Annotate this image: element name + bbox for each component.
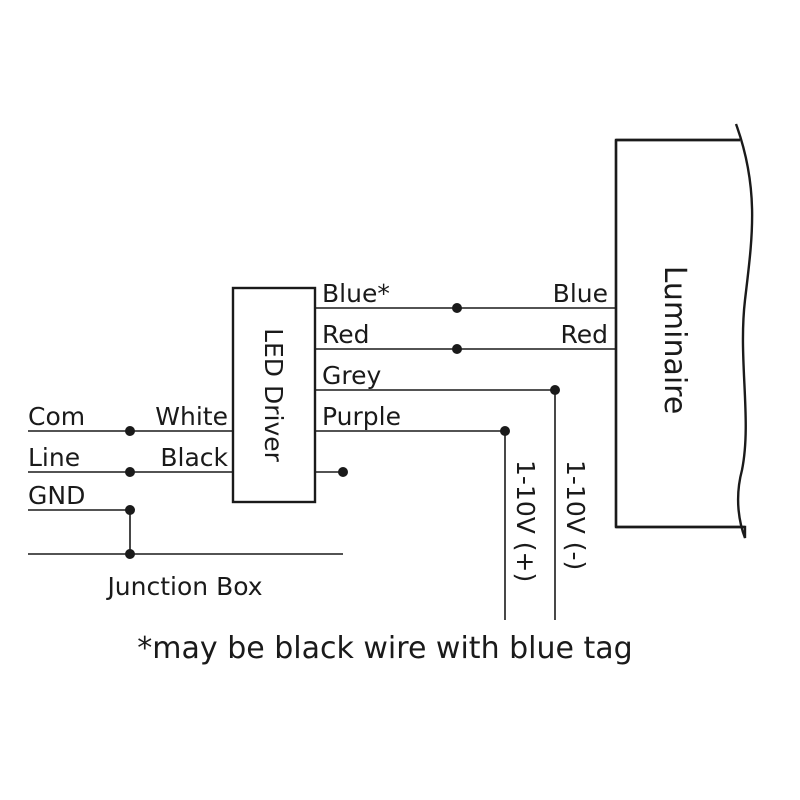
purple-corner-dot: [500, 426, 510, 436]
dim-minus-label: 1-10V (-): [561, 460, 590, 570]
led-driver-label: LED Driver: [259, 328, 288, 463]
junction-box-label: Junction Box: [105, 572, 262, 601]
grey-label: Grey: [322, 361, 381, 390]
black-label: Black: [160, 443, 228, 472]
grey-corner-dot: [550, 385, 560, 395]
purple-label: Purple: [322, 402, 401, 431]
gnd-junction-dot: [125, 505, 135, 515]
luminaire-label: Luminaire: [657, 266, 692, 415]
blue-luminaire-label: Blue: [553, 279, 608, 308]
red-output-label: Red: [322, 320, 370, 349]
blue-star-label: Blue*: [322, 279, 390, 308]
line-label: Line: [28, 443, 80, 472]
led-driver-box: [231, 286, 317, 504]
luminaire-box: [614, 123, 754, 539]
footnote: *may be black wire with blue tag: [137, 631, 632, 666]
com-label: Com: [28, 402, 85, 431]
driver-stub-dot: [338, 467, 348, 477]
junction-box-dot: [125, 549, 135, 559]
line-junction-dot: [125, 467, 135, 477]
red-splice-dot: [452, 344, 462, 354]
white-label: White: [155, 402, 228, 431]
com-junction-dot: [125, 426, 135, 436]
purple-wire: [315, 430, 506, 620]
red-luminaire-label: Red: [561, 320, 609, 349]
blue-splice-dot: [452, 303, 462, 313]
dim-plus-label: 1-10V (+): [511, 460, 540, 582]
gnd-label: GND: [28, 481, 85, 510]
